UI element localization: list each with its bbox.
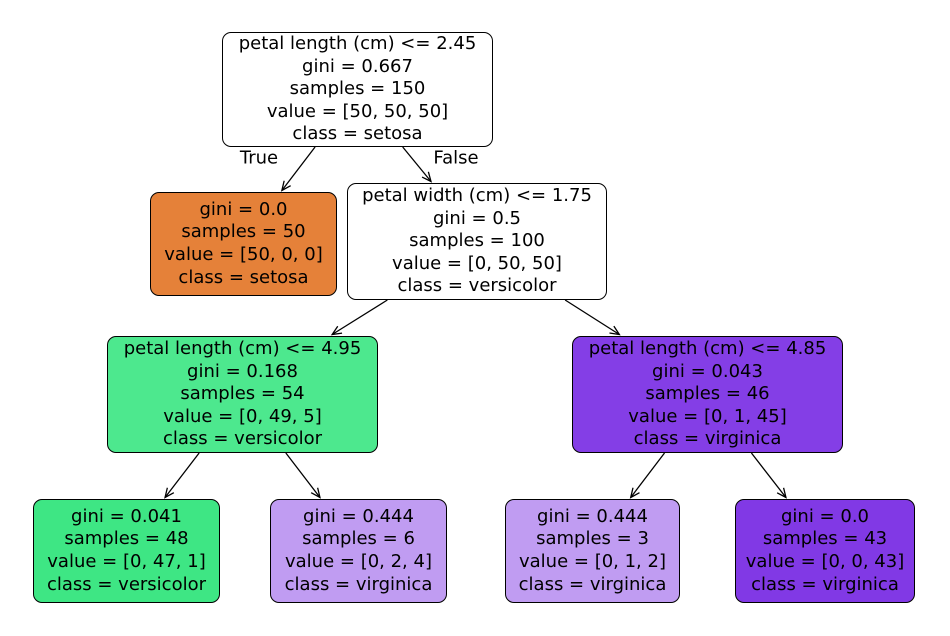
- class-label: class = virginica: [518, 573, 667, 595]
- class-values: value = [0, 49, 5]: [163, 405, 322, 427]
- samples-count: samples = 46: [645, 383, 770, 405]
- class-values: value = [50, 0, 0]: [164, 244, 323, 265]
- samples-count: samples = 6: [302, 528, 415, 550]
- samples-count: samples = 3: [536, 528, 649, 550]
- samples-count: samples = 43: [762, 528, 888, 550]
- gini-value: gini = 0.043: [652, 360, 763, 382]
- gini-value: gini = 0.444: [303, 505, 414, 527]
- gini-value: gini = 0.0: [199, 198, 288, 220]
- class-label: class = versicolor: [162, 428, 323, 450]
- class-label: class = versicolor: [46, 573, 207, 595]
- split-condition: petal width (cm) <= 1.75: [362, 185, 592, 207]
- class-label: class = virginica: [284, 573, 433, 595]
- leaf-node-versicolor: gini = 0.041 samples = 48 value = [0, 47…: [33, 499, 220, 603]
- class-values: value = [0, 1, 45]: [628, 405, 787, 427]
- gini-value: gini = 0.444: [537, 505, 648, 527]
- decision-node-petal-length-495: petal length (cm) <= 4.95 gini = 0.168 s…: [107, 336, 378, 453]
- class-values: value = [0, 1, 2]: [519, 551, 666, 572]
- edge-label-false: False: [433, 147, 479, 169]
- samples-count: samples = 54: [180, 383, 305, 405]
- gini-value: gini = 0.0: [781, 505, 869, 527]
- class-label: class = setosa: [178, 266, 309, 288]
- edge-label-true: True: [239, 147, 279, 169]
- class-label: class = virginica: [751, 573, 899, 595]
- class-values: value = [0, 50, 50]: [392, 252, 562, 274]
- leaf-node-virginica-mixed-right: gini = 0.444 samples = 3 value = [0, 1, …: [505, 499, 680, 603]
- decision-node-root: petal length (cm) <= 2.45 gini = 0.667 s…: [222, 32, 493, 147]
- class-values: value = [50, 50, 50]: [266, 100, 449, 122]
- samples-count: samples = 100: [409, 230, 545, 252]
- samples-count: samples = 50: [181, 221, 306, 243]
- decision-node-petal-length-485: petal length (cm) <= 4.85 gini = 0.043 s…: [572, 336, 843, 453]
- samples-count: samples = 48: [64, 528, 189, 550]
- gini-value: gini = 0.667: [302, 55, 413, 77]
- class-values: value = [0, 0, 43]: [745, 551, 905, 572]
- class-values: value = [0, 2, 4]: [285, 551, 432, 572]
- split-condition: petal length (cm) <= 4.85: [588, 338, 827, 360]
- gini-value: gini = 0.041: [71, 505, 182, 527]
- class-label: class = virginica: [633, 428, 782, 450]
- split-condition: petal length (cm) <= 4.95: [123, 338, 362, 360]
- leaf-node-virginica-mixed-left: gini = 0.444 samples = 6 value = [0, 2, …: [270, 499, 447, 603]
- class-label: class = versicolor: [397, 275, 557, 297]
- samples-count: samples = 150: [289, 78, 426, 100]
- leaf-node-virginica-pure: gini = 0.0 samples = 43 value = [0, 0, 4…: [735, 499, 915, 603]
- gini-value: gini = 0.5: [433, 207, 521, 229]
- leaf-node-setosa: gini = 0.0 samples = 50 value = [50, 0, …: [150, 192, 337, 296]
- class-values: value = [0, 47, 1]: [47, 551, 206, 572]
- split-condition: petal length (cm) <= 2.45: [238, 33, 477, 55]
- class-label: class = setosa: [292, 123, 423, 145]
- decision-node-petal-width: petal width (cm) <= 1.75 gini = 0.5 samp…: [347, 183, 607, 300]
- gini-value: gini = 0.168: [187, 360, 298, 382]
